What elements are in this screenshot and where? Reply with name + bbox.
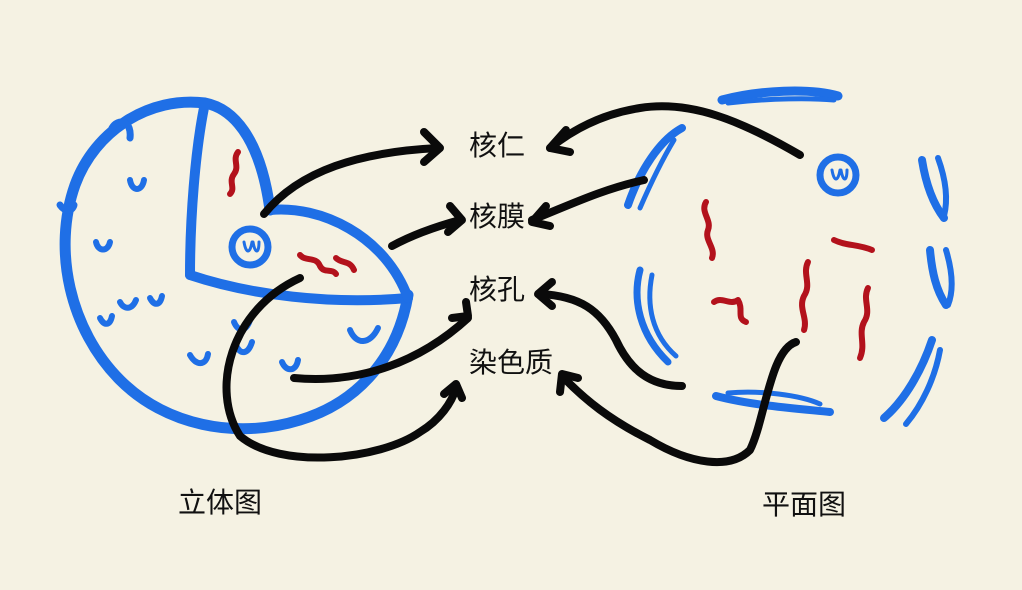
arrow-pore-right	[536, 290, 686, 390]
label-nuclear-pore: 核孔	[469, 273, 526, 306]
cut-line-1	[185, 98, 210, 280]
nucleus-2d-drawing	[624, 86, 955, 427]
chromatin-3d	[227, 149, 357, 277]
arrow-nucleolus-right	[546, 102, 804, 159]
nucleolus-2d	[816, 153, 860, 197]
label-2d-view: 平面图	[762, 488, 847, 521]
arrow-chromatin-left	[222, 274, 460, 462]
label-nucleolus: 核仁	[469, 129, 526, 162]
nuclear-pores-3d	[56, 118, 381, 373]
cut-line-3	[265, 204, 413, 303]
nuclear-envelope-2d	[624, 86, 955, 427]
label-nuclear-envelope: 核膜	[469, 200, 526, 233]
arrow-envelope-left	[388, 216, 464, 250]
cut-line-2	[185, 270, 413, 306]
chromatin-2d	[701, 199, 875, 361]
arrows	[222, 102, 804, 466]
arrow-nucleolus-left	[260, 144, 442, 218]
arrow-pore-left	[290, 314, 472, 383]
label-chromatin: 染色质	[469, 346, 554, 379]
arrow-envelope-right	[528, 176, 648, 224]
nucleus-3d-drawing	[56, 96, 414, 435]
nucleolus-3d	[228, 225, 272, 269]
label-3d-view: 立体图	[178, 486, 263, 519]
arrow-chromatin-right	[558, 338, 800, 466]
